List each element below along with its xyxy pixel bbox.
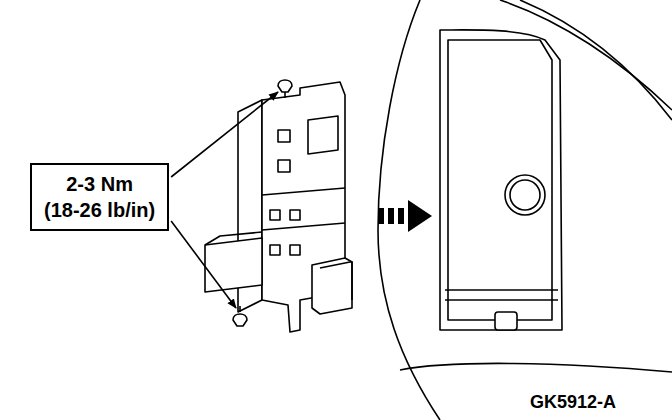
torque-value: 2-3 Nm xyxy=(44,171,155,197)
torque-spec-box: 2-3 Nm(18-26 lb/in) xyxy=(30,163,169,231)
figure-number: GK5912-A xyxy=(530,392,616,413)
torque-value: (18-26 lb/in) xyxy=(44,197,155,223)
